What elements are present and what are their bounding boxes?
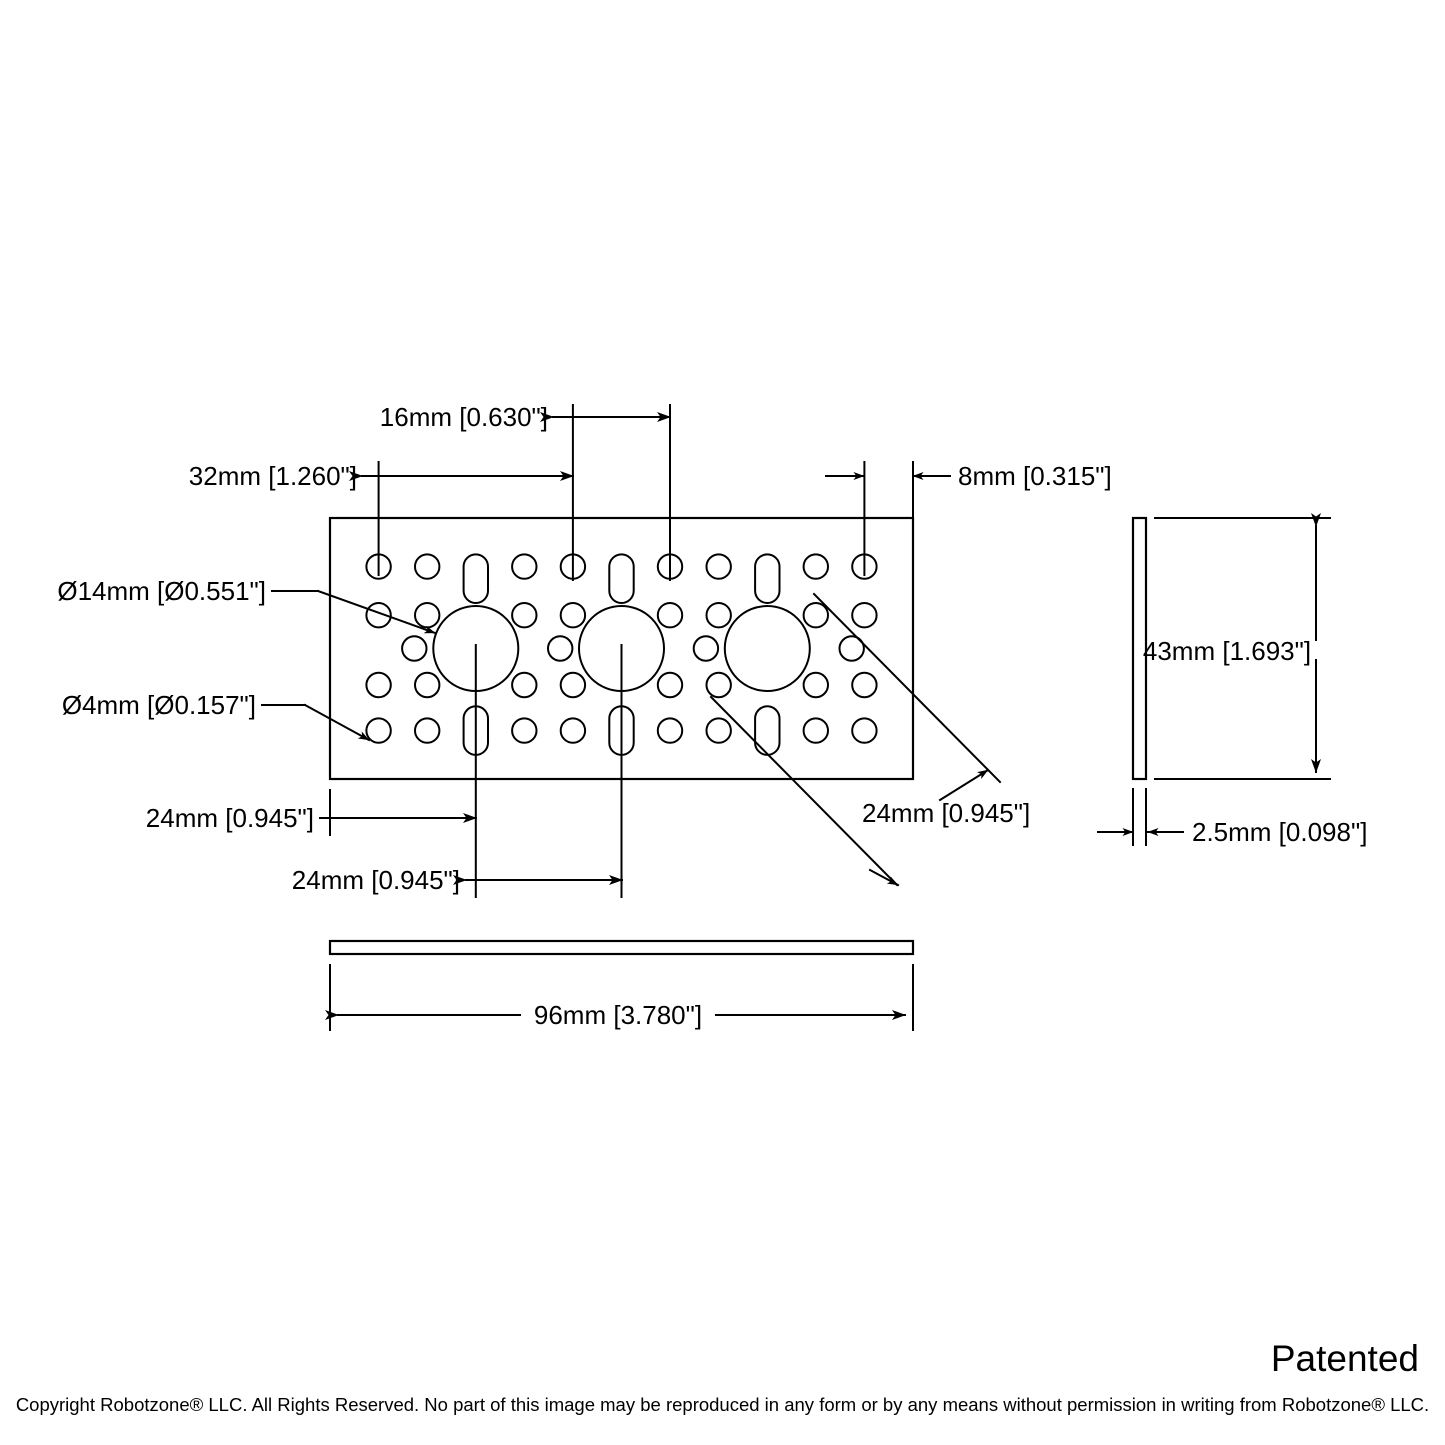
- dim-label-dia-14mm: Ø14mm [Ø0.551"]: [57, 576, 266, 606]
- bottom-view: [328, 939, 915, 956]
- dim-label-43mm: 43mm [1.693"]: [1143, 636, 1311, 666]
- top-extension-lines: [377, 404, 914, 581]
- bottom-extension-lines: [329, 644, 623, 898]
- large-hole: [723, 605, 811, 692]
- dim-label-96mm: 96mm [3.780"]: [534, 1000, 702, 1030]
- dim-label-32mm: 32mm [1.260"]: [189, 461, 357, 491]
- hole-pattern: [365, 553, 878, 756]
- dim-label-2_5mm: 2.5mm [0.098"]: [1192, 817, 1367, 847]
- dim-24mm-diagonal: [709, 592, 1002, 887]
- dim-label-dia-4mm: Ø4mm [Ø0.157"]: [62, 690, 256, 720]
- patented-label: Patented: [1270, 1338, 1419, 1379]
- dim-label-24mm-diagonal: 24mm [0.945"]: [862, 798, 1030, 828]
- leader-dia-4mm: [261, 703, 371, 742]
- dim-label-24mm-lower: 24mm [0.945"]: [292, 865, 460, 895]
- side-view: [1131, 516, 1148, 781]
- leader-dia-14mm: [271, 589, 437, 635]
- side-view-extension-lines: [1132, 517, 1331, 846]
- copyright-notice: Copyright Robotzone® LLC. All Rights Res…: [15, 1394, 1430, 1415]
- dim-label-24mm-upper: 24mm [0.945"]: [146, 803, 314, 833]
- dim-label-16mm: 16mm [0.630"]: [380, 402, 548, 432]
- dim-label-8mm: 8mm [0.315"]: [958, 461, 1112, 491]
